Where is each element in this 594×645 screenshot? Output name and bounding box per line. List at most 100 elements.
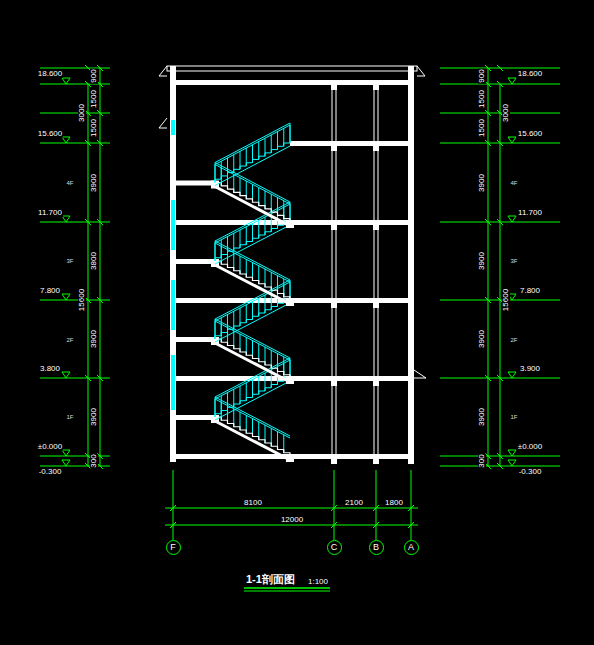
floor-label: 3F xyxy=(65,258,74,264)
drawing-stroke xyxy=(173,470,174,540)
level-mark xyxy=(62,294,70,300)
elevation-text: 15.600 xyxy=(517,130,543,138)
drawing-stroke xyxy=(244,591,330,592)
drawing-stroke xyxy=(336,85,337,454)
drawing-stroke xyxy=(215,243,290,282)
drawing-stroke xyxy=(215,125,290,165)
elevation-text: 18.600 xyxy=(37,70,63,78)
level-mark xyxy=(508,372,516,378)
elevation-text: 7.800 xyxy=(519,287,541,295)
drawing-stroke xyxy=(165,508,418,509)
elevation-text: 1:100 xyxy=(307,578,329,586)
floor-label: 2F xyxy=(509,337,518,343)
beam xyxy=(331,224,337,230)
drawing-stroke xyxy=(215,321,290,360)
elevation-text: 3.900 xyxy=(519,365,541,373)
axis-bubble: B xyxy=(369,540,384,555)
level-mark xyxy=(62,216,70,222)
drawing-stroke xyxy=(244,587,330,589)
dimension-text: 15600 xyxy=(78,288,86,312)
dimension-text: 3900 xyxy=(478,329,486,349)
landing xyxy=(173,337,215,342)
drawing-stroke xyxy=(332,85,333,454)
stair-flight xyxy=(215,183,290,223)
axis-letter: C xyxy=(331,543,338,552)
stair-flight xyxy=(215,300,290,339)
beam xyxy=(373,84,379,90)
level-mark xyxy=(62,460,70,466)
drawing-stroke xyxy=(500,84,501,466)
elevation-text: 2100 xyxy=(344,499,364,507)
drawing-stroke xyxy=(215,303,290,342)
dimension-text: 3900 xyxy=(478,173,486,193)
axis-letter: B xyxy=(373,543,379,552)
window xyxy=(171,355,175,410)
axis-bubble: F xyxy=(166,540,181,555)
drawing-stroke xyxy=(215,399,290,438)
dimension-text: 3900 xyxy=(90,173,98,193)
floor-label: 1F xyxy=(65,414,74,420)
slab xyxy=(290,141,411,146)
beam xyxy=(373,458,379,464)
drawing-title: 1-1剖面图 xyxy=(246,574,295,585)
floor-label: 3F xyxy=(509,258,518,264)
drawing-stroke xyxy=(411,470,412,540)
dimension-text: 1500 xyxy=(90,118,98,138)
stair-flight xyxy=(215,339,290,378)
drawing-stroke xyxy=(215,146,290,186)
beam xyxy=(373,380,379,386)
elevation-text: 12000 xyxy=(280,516,304,524)
beam xyxy=(408,380,414,386)
dimension-text: 3900 xyxy=(478,407,486,427)
elevation-text: ±0.000 xyxy=(37,443,63,451)
beam xyxy=(331,84,337,90)
elevation-text: 15.600 xyxy=(37,130,63,138)
stair-flight xyxy=(215,261,290,300)
level-mark xyxy=(508,78,516,84)
drawing-stroke xyxy=(215,360,290,399)
wall xyxy=(408,66,414,462)
elevation-text: 7.800 xyxy=(39,287,61,295)
drawing-stroke xyxy=(378,85,379,454)
eave xyxy=(159,118,167,128)
drawing-stroke xyxy=(215,381,290,420)
stair-flight xyxy=(215,378,290,417)
elevation-text: 8100 xyxy=(243,499,263,507)
canopy xyxy=(414,370,426,378)
floor-label: 1F xyxy=(509,414,518,420)
drawing-stroke xyxy=(215,421,290,460)
drawing-stroke xyxy=(100,68,101,466)
drawing-stroke xyxy=(215,343,290,382)
level-mark xyxy=(508,216,516,222)
drawing-stroke xyxy=(497,65,503,71)
drawing-stroke xyxy=(215,165,290,205)
drawing-stroke xyxy=(215,123,290,163)
drawing-stroke xyxy=(215,204,290,243)
level-mark xyxy=(508,137,516,143)
drawing-stroke xyxy=(215,265,290,304)
beam xyxy=(373,145,379,151)
landing xyxy=(173,415,215,420)
drawing-stroke xyxy=(290,123,291,143)
elevation-text: 11.700 xyxy=(517,209,543,217)
stair-flight xyxy=(215,222,290,261)
dimension-text: 15600 xyxy=(502,288,510,312)
drawing-stroke xyxy=(488,68,489,466)
drawing-stroke xyxy=(334,470,335,540)
elevation-text: ±0.000 xyxy=(517,443,543,451)
drawing-stroke xyxy=(215,163,290,203)
axis-letter: A xyxy=(408,543,414,552)
level-mark xyxy=(62,372,70,378)
beam xyxy=(408,302,414,308)
dimension-text: 1500 xyxy=(478,89,486,109)
drawing-stroke xyxy=(374,85,375,454)
landing xyxy=(173,181,215,186)
parapet xyxy=(167,66,417,71)
drawing-stroke xyxy=(215,225,290,264)
landing xyxy=(173,259,215,264)
dimension-text: 3000 xyxy=(502,103,510,123)
elevation-text: -0.300 xyxy=(38,468,63,476)
drawing-stroke xyxy=(165,525,418,526)
floor-label: 4F xyxy=(65,180,74,186)
level-mark xyxy=(62,78,70,84)
